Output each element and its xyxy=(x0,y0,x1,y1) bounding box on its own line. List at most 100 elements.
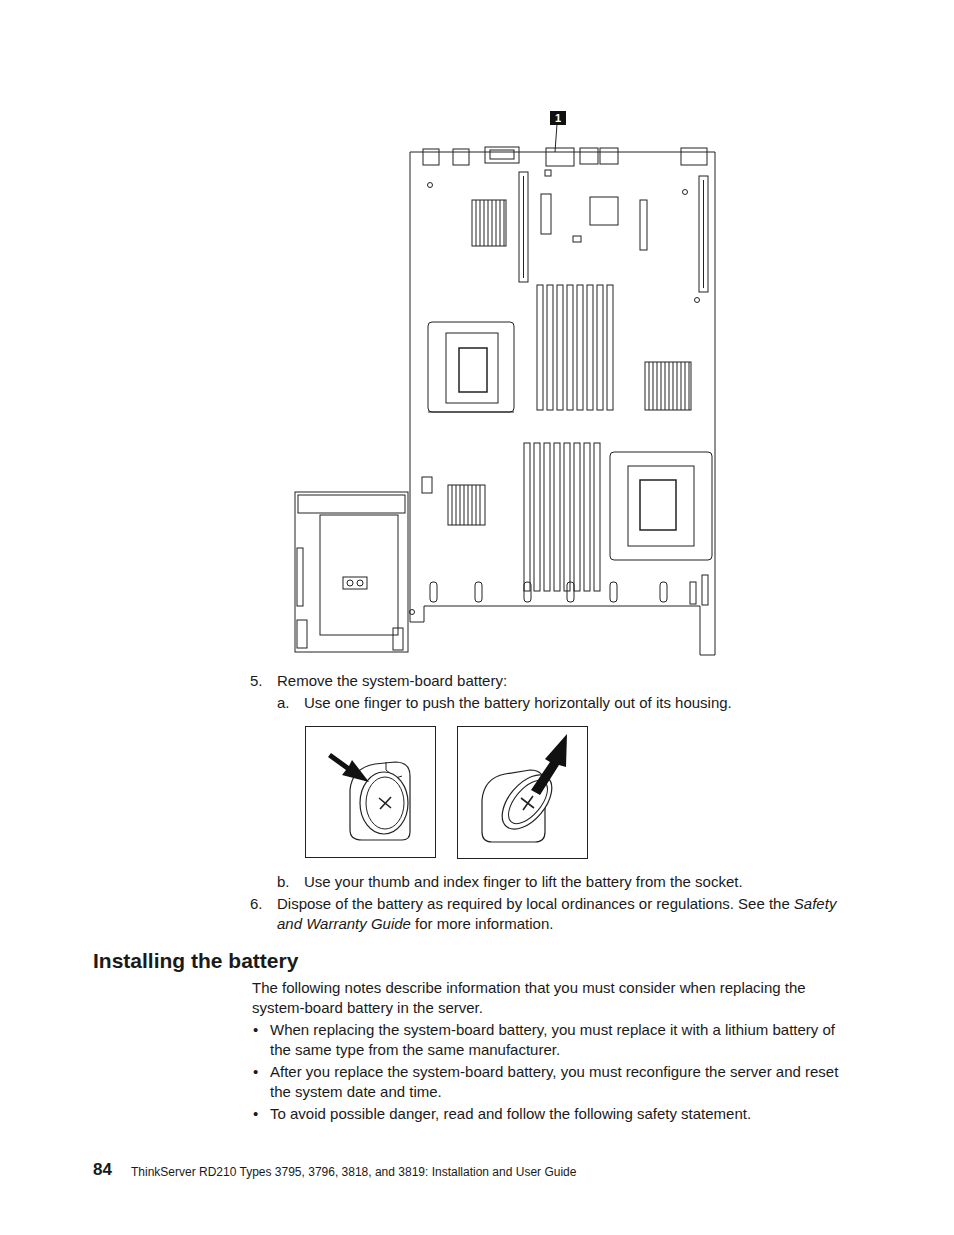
drawing-part xyxy=(628,466,694,546)
step-letter: a. xyxy=(277,693,290,713)
drawing-part xyxy=(695,298,700,303)
fan-connector xyxy=(660,582,667,602)
drawing-part xyxy=(703,180,704,288)
drawing-part xyxy=(423,149,439,165)
drawing-part xyxy=(320,515,398,635)
drawing-part xyxy=(428,412,514,413)
drawing-part xyxy=(453,149,469,165)
drawing-part xyxy=(610,452,712,560)
step-text: Remove the system-board battery: xyxy=(277,671,507,691)
dimm-slot xyxy=(597,285,603,410)
drawing-part xyxy=(580,148,598,164)
drawing-part xyxy=(545,170,551,176)
fan-connector xyxy=(475,582,482,602)
dimm-slot xyxy=(544,443,550,591)
drawing-part xyxy=(458,727,588,859)
riser-card xyxy=(295,492,408,652)
drawing-part xyxy=(541,194,551,234)
bullet: • xyxy=(253,1062,258,1082)
leader-line xyxy=(555,124,557,152)
drawing-part xyxy=(649,362,689,410)
drawing-part xyxy=(448,485,485,525)
drawing-part xyxy=(297,548,303,606)
fan-connector xyxy=(567,582,574,602)
paragraph: The following notes describe information… xyxy=(252,978,842,1018)
dimm-slot xyxy=(547,285,553,410)
battery-lift-figure xyxy=(458,727,588,859)
drawing-part xyxy=(640,480,676,530)
step-text: Use one finger to push the battery horiz… xyxy=(304,693,732,713)
dimm-slot xyxy=(554,443,560,591)
drawing-part xyxy=(640,200,647,250)
drawing-part xyxy=(590,197,618,225)
page-number: 84 xyxy=(93,1160,112,1180)
drawing-part xyxy=(699,176,708,292)
step-text: for more information. xyxy=(415,915,553,932)
drawing-part xyxy=(366,777,404,829)
dimm-slot xyxy=(607,285,613,410)
drawing-part xyxy=(428,183,433,188)
drawing-part xyxy=(410,610,415,615)
battery-push-figure xyxy=(306,727,436,858)
drawing-part xyxy=(393,628,403,650)
bullet: • xyxy=(253,1104,258,1124)
drawing-part xyxy=(452,485,480,525)
dimm-slot xyxy=(577,285,583,410)
drawing-part xyxy=(306,727,436,858)
dimm-slot xyxy=(594,443,600,591)
dimm-slot xyxy=(587,285,593,410)
drawing-part xyxy=(328,753,369,782)
drawing-part xyxy=(485,147,519,163)
fan-connector xyxy=(430,582,437,602)
bullet-text: After you replace the system-board batte… xyxy=(270,1062,842,1102)
drawing-part xyxy=(645,362,691,410)
drawing-part xyxy=(546,148,574,166)
cpu-socket xyxy=(428,322,712,560)
step-number: 5. xyxy=(250,671,263,691)
dimm-slot xyxy=(574,443,580,591)
drawing-part xyxy=(347,580,353,586)
drawing-part xyxy=(519,172,528,282)
drawing-part xyxy=(683,190,688,195)
dimm-slot xyxy=(537,285,543,410)
drawing-part xyxy=(472,200,506,246)
drawing-part xyxy=(298,495,405,513)
bullet: • xyxy=(253,1020,258,1040)
bullet-text: To avoid possible danger, read and follo… xyxy=(270,1104,842,1124)
dimm-slot xyxy=(564,443,570,591)
drawing-part xyxy=(379,797,391,809)
system-board xyxy=(295,147,715,655)
drawing-part xyxy=(410,152,715,655)
drawing-part xyxy=(428,322,514,412)
drawing-part xyxy=(490,150,514,159)
drawing-part xyxy=(459,348,487,392)
drawing-part xyxy=(681,148,707,165)
drawing-part xyxy=(295,492,408,652)
step-letter: b. xyxy=(277,872,290,892)
step-text: Use your thumb and index finger to lift … xyxy=(304,872,743,892)
drawing-part xyxy=(422,477,432,493)
dimm-slot xyxy=(584,443,590,591)
drawing-part xyxy=(446,333,498,403)
dimm-slots xyxy=(524,285,613,591)
drawing-part xyxy=(523,176,524,278)
fan-connector xyxy=(610,582,617,602)
drawing-part xyxy=(531,734,567,795)
dimm-slot xyxy=(557,285,563,410)
bullet-text: When replacing the system-board battery,… xyxy=(270,1020,842,1060)
drawing-part xyxy=(573,236,581,242)
drawing-part xyxy=(521,796,534,810)
section-heading: Installing the battery xyxy=(93,948,298,974)
text-block: Dispose of the battery as required by lo… xyxy=(277,894,842,934)
drawing-part xyxy=(476,200,504,246)
drawing-part xyxy=(297,620,307,648)
dimm-slot xyxy=(534,443,540,591)
drawing-part xyxy=(600,148,618,164)
fan-connector xyxy=(524,582,531,602)
callout-number: 1 xyxy=(550,111,566,125)
drawing-part xyxy=(702,575,708,605)
footer-text: ThinkServer RD210 Types 3795, 3796, 3818… xyxy=(131,1164,576,1180)
drawing-part xyxy=(343,577,367,589)
dimm-slot xyxy=(567,285,573,410)
